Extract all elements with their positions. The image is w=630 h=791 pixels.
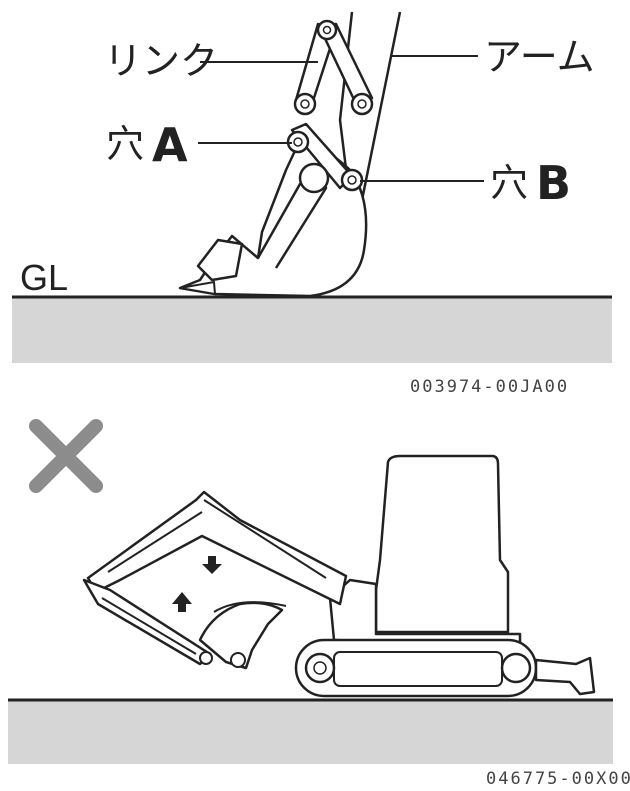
label-link: リンク xyxy=(104,39,219,83)
label-hole-a-letter: A xyxy=(152,118,188,172)
ground-fill xyxy=(12,297,612,363)
bucket-tooth xyxy=(196,238,244,282)
track-inner xyxy=(333,651,503,687)
boom-line xyxy=(203,499,327,579)
figure-code-bottom: 046775-00X00 xyxy=(486,769,630,789)
label-ground-level: GL xyxy=(20,257,69,298)
arm-line xyxy=(101,597,197,655)
pin-top xyxy=(316,19,338,41)
dozer-blade xyxy=(534,656,596,696)
track-sprocket xyxy=(500,652,532,684)
label-hole-b-prefix: 穴 xyxy=(490,161,529,205)
arrow-down-icon xyxy=(202,556,222,574)
pin-link-left xyxy=(293,92,317,116)
boom-line-2 xyxy=(107,511,203,573)
excavator-cab xyxy=(374,454,510,634)
bucket-edge-bottom xyxy=(213,601,287,613)
figure-code-top: 003974-00JA00 xyxy=(410,377,570,397)
label-hole-a-prefix: 穴 xyxy=(106,122,145,166)
bucket-edge xyxy=(179,280,217,296)
top-figure xyxy=(12,11,612,363)
label-hole-b-letter: B xyxy=(536,156,572,210)
arrow-up-icon xyxy=(172,592,192,612)
arm-pin-bottom xyxy=(199,651,213,665)
ground-fill-bottom xyxy=(8,700,613,764)
pin-link-right xyxy=(350,92,374,116)
bucket-hinge xyxy=(298,162,330,194)
bucket-pin-bottom xyxy=(230,652,246,668)
label-arm: アーム xyxy=(484,35,595,79)
x-mark-icon xyxy=(29,419,103,493)
